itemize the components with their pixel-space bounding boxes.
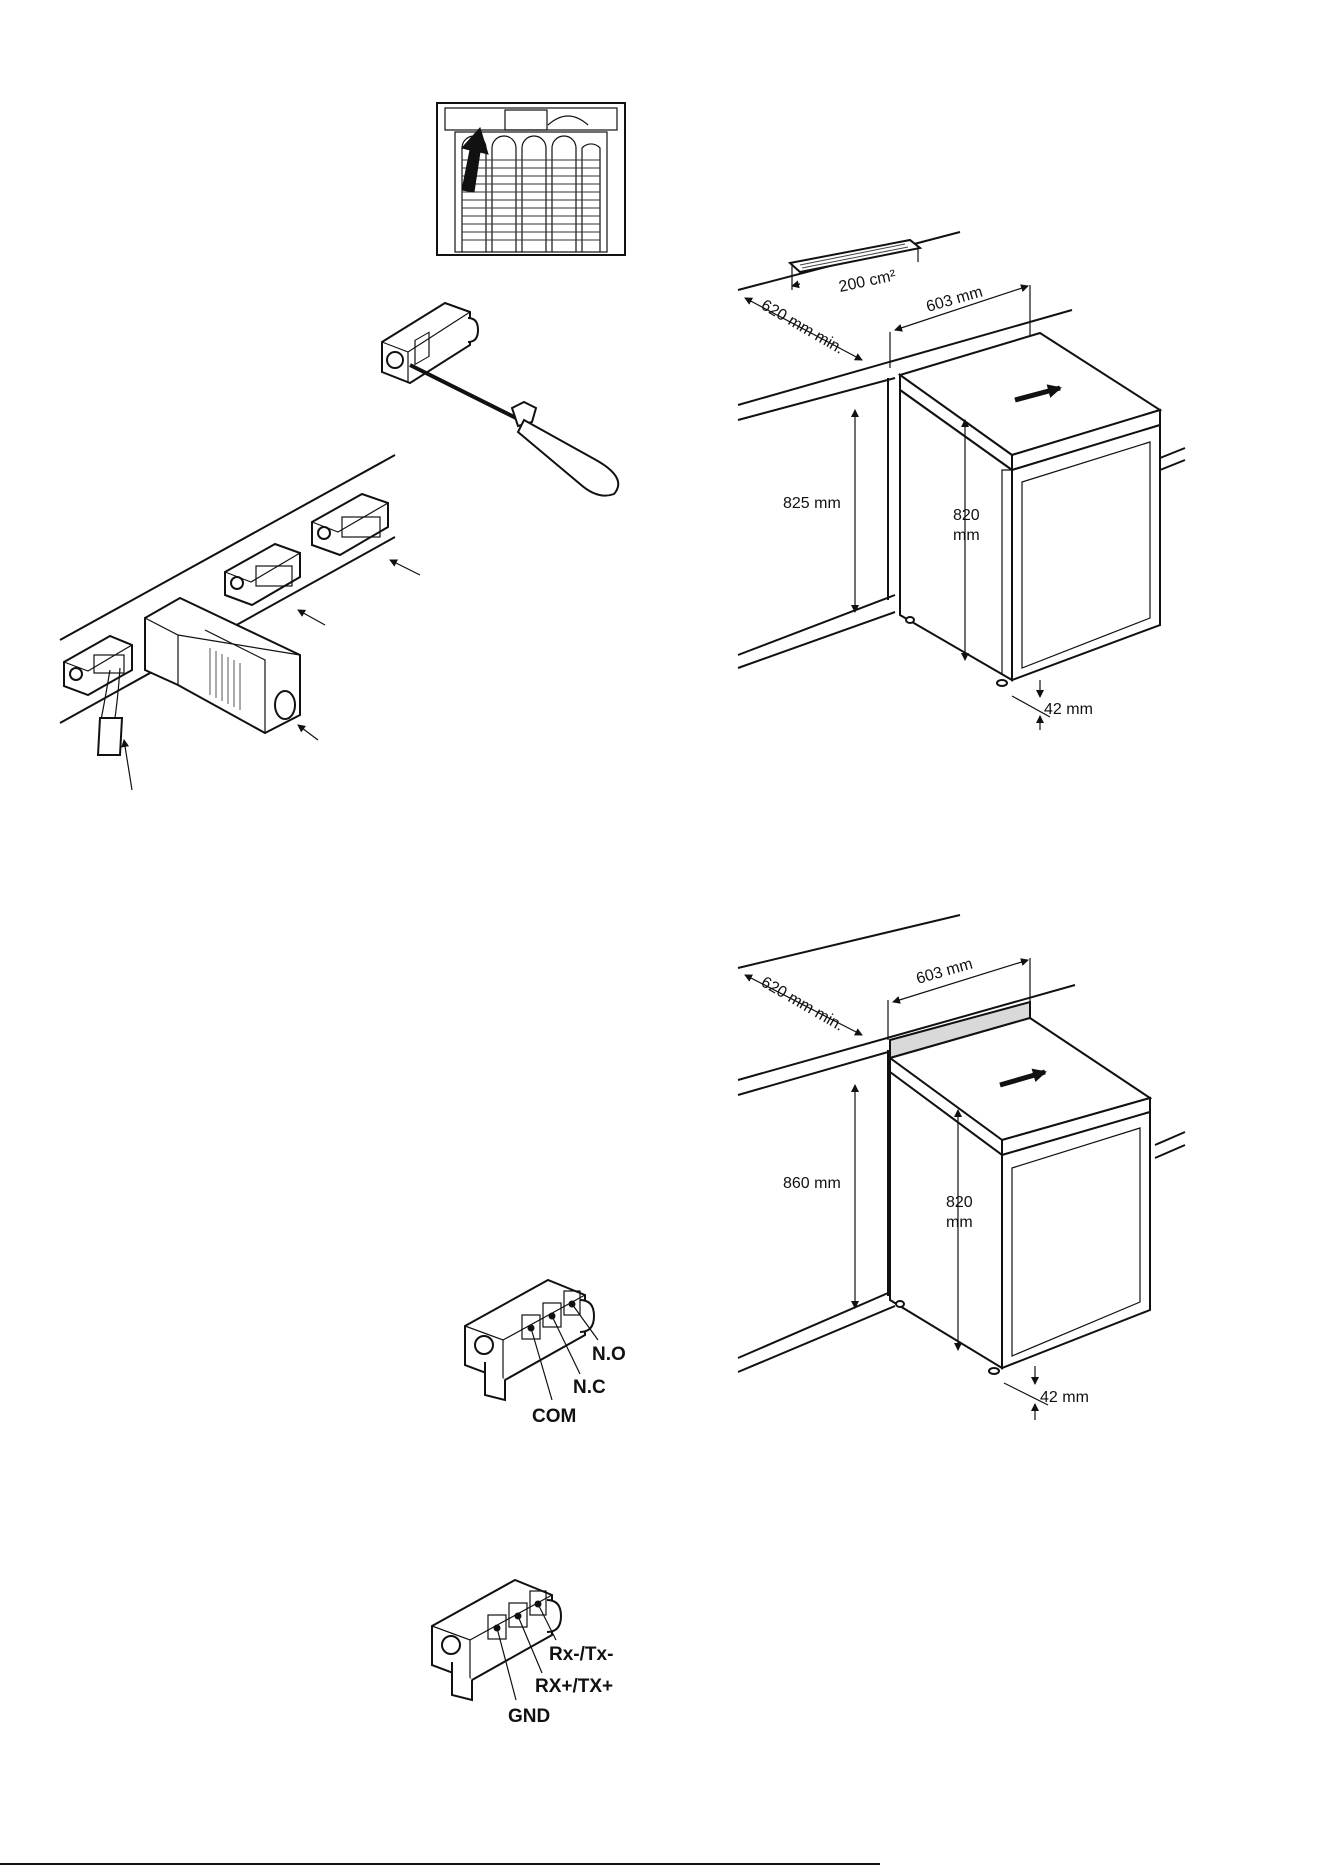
appliance-height-label-1a: 820 — [953, 507, 980, 524]
niche-height-label-1: 825 mm — [783, 495, 841, 512]
board-transformer — [145, 598, 300, 733]
board-connector-upper — [312, 494, 388, 555]
rs485-terminal-gnd: GND — [508, 1706, 550, 1727]
rs485-terminal-rx-minus: Rx-/Tx- — [549, 1644, 613, 1665]
appliance-height-label-2b: mm — [946, 1214, 973, 1231]
vent-area-label: 200 cm² — [837, 267, 898, 296]
appliance-body-1 — [900, 333, 1160, 686]
appliance-body-2 — [890, 1018, 1150, 1374]
width-label-2: 603 mm — [914, 956, 974, 988]
control-board-connectors — [60, 455, 420, 790]
connector-with-screwdriver — [382, 303, 618, 496]
niche-height-label-2: 860 mm — [783, 1175, 841, 1192]
installation-diagram-860: 620 mm min. 603 mm 860 mm 820 mm — [738, 915, 1185, 1420]
depth-label-1: 620 mm min. — [758, 297, 847, 358]
width-label-1: 603 mm — [924, 284, 984, 316]
relay-terminal-no: N.O — [592, 1344, 626, 1365]
appliance-height-label-1b: mm — [953, 527, 980, 544]
relay-terminal-nc: N.C — [573, 1377, 606, 1398]
appliance-height-label-2a: 820 — [946, 1194, 973, 1211]
relay-terminal-com: COM — [532, 1406, 576, 1427]
depth-label-2: 620 mm min. — [758, 974, 847, 1035]
installation-diagram-825: 200 cm² 620 mm min. 603 mm 825 mm 820 mm — [738, 232, 1185, 730]
plinth-label-1: 42 mm — [1044, 701, 1093, 718]
appliance-back-view — [437, 103, 625, 255]
rs485-terminal-rx-plus: RX+/TX+ — [535, 1676, 613, 1697]
board-connector-cable — [64, 636, 132, 755]
plinth-label-2: 42 mm — [1040, 1389, 1089, 1406]
